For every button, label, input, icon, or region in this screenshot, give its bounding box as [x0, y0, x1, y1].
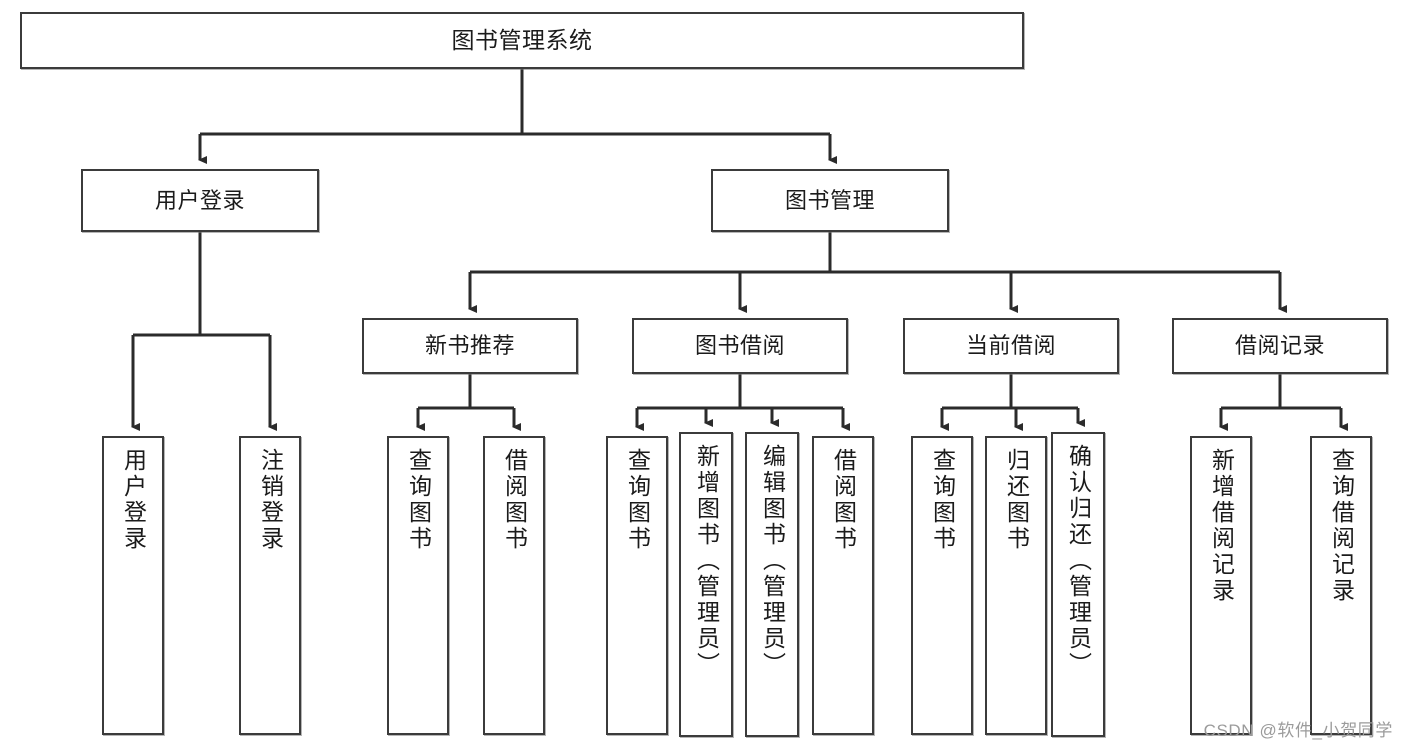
node-leaf-borrow-book-borrow[interactable]: 借阅图书: [812, 436, 874, 735]
node-book-borrow[interactable]: 图书借阅: [632, 318, 848, 374]
node-leaf-query-book-borrow[interactable]: 查询图书: [606, 436, 668, 735]
node-leaf-return-book[interactable]: 归还图书: [985, 436, 1047, 735]
node-root-system[interactable]: 图书管理系统: [20, 12, 1024, 69]
node-new-book-recommend[interactable]: 新书推荐: [362, 318, 578, 374]
node-leaf-query-borrow-record[interactable]: 查询借阅记录: [1310, 436, 1372, 735]
node-leaf-borrow-book-recommend[interactable]: 借阅图书: [483, 436, 545, 735]
node-leaf-add-book-admin-label: 新增图书（管理员）: [693, 444, 720, 678]
node-leaf-confirm-return-admin-label: 确认归还（管理员）: [1065, 444, 1092, 678]
node-leaf-user-logout-label: 注销登录: [257, 448, 284, 552]
node-book-borrow-label: 图书借阅: [694, 333, 785, 359]
node-root-label: 图书管理系统: [451, 26, 593, 53]
node-leaf-user-logout[interactable]: 注销登录: [239, 436, 301, 735]
node-leaf-query-book-current-label: 查询图书: [929, 448, 956, 552]
node-leaf-add-borrow-record[interactable]: 新增借阅记录: [1190, 436, 1252, 735]
node-leaf-query-book-recommend-label: 查询图书: [405, 448, 432, 552]
node-borrow-record-label: 借阅记录: [1234, 333, 1325, 359]
node-user-login-label: 用户登录: [154, 187, 245, 213]
node-leaf-borrow-book-borrow-label: 借阅图书: [830, 448, 857, 552]
node-leaf-user-login-label: 用户登录: [120, 448, 147, 552]
node-user-login[interactable]: 用户登录: [81, 169, 319, 232]
node-leaf-add-book-admin[interactable]: 新增图书（管理员）: [679, 432, 733, 737]
node-leaf-confirm-return-admin[interactable]: 确认归还（管理员）: [1051, 432, 1105, 737]
node-leaf-query-borrow-record-label: 查询借阅记录: [1328, 448, 1355, 604]
node-current-borrow-label: 当前借阅: [965, 333, 1056, 359]
node-leaf-add-borrow-record-label: 新增借阅记录: [1208, 448, 1235, 604]
node-current-borrow[interactable]: 当前借阅: [903, 318, 1119, 374]
node-new-book-recommend-label: 新书推荐: [424, 333, 515, 359]
node-leaf-user-login[interactable]: 用户登录: [102, 436, 164, 735]
watermark-text: CSDN @软件_小贺同学: [1203, 721, 1393, 740]
node-borrow-record[interactable]: 借阅记录: [1172, 318, 1388, 374]
node-leaf-edit-book-admin-label: 编辑图书（管理员）: [759, 444, 786, 678]
node-leaf-borrow-book-recommend-label: 借阅图书: [501, 448, 528, 552]
node-leaf-query-book-borrow-label: 查询图书: [624, 448, 651, 552]
node-leaf-query-book-recommend[interactable]: 查询图书: [387, 436, 449, 735]
node-leaf-return-book-label: 归还图书: [1003, 448, 1030, 552]
node-book-management-label: 图书管理: [784, 187, 875, 213]
node-book-management[interactable]: 图书管理: [711, 169, 949, 232]
node-leaf-query-book-current[interactable]: 查询图书: [911, 436, 973, 735]
node-leaf-edit-book-admin[interactable]: 编辑图书（管理员）: [745, 432, 799, 737]
